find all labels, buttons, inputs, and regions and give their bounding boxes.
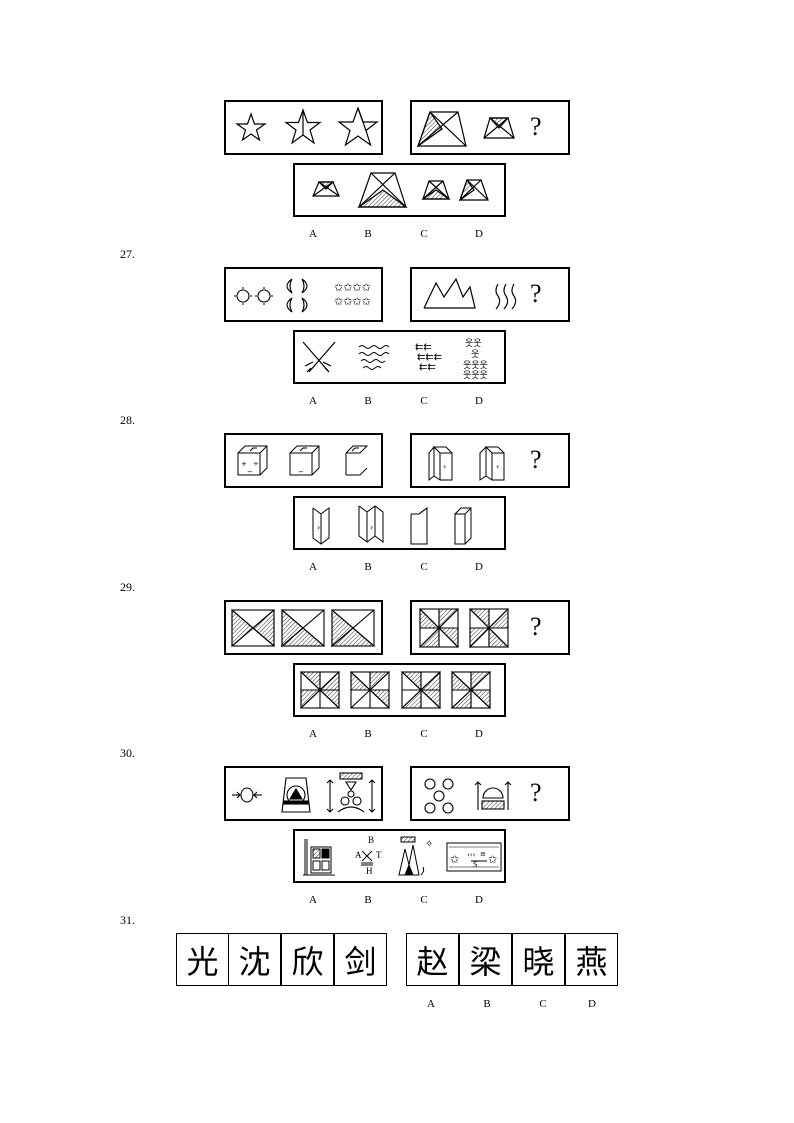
option-label-c[interactable]: C [420,728,428,740]
symbol-figures [232,772,376,813]
given-char-cell: 剑 [334,933,387,986]
q30-given-box-2: ? [410,766,570,821]
svg-text:‹‹‹: ‹‹‹ [467,851,476,859]
question-mark: ? [530,445,542,474]
svg-text:⇇⇇: ⇇⇇ [415,342,432,353]
question-mark: ? [530,778,542,807]
given-char-cell: 光 [176,933,229,986]
option-label-b[interactable]: B [364,728,372,740]
option-label-a[interactable]: A [309,561,317,573]
suns-moons-stars-figure: ✩✩✩✩ ✩✩✩✩ [234,278,371,313]
option-char-cell-c[interactable]: 晓 [512,933,565,986]
q27-given-box-2: ? [410,267,570,322]
square-star-figures [418,607,510,649]
option-label-b[interactable]: B [364,894,372,906]
given-char-cell: 欣 [281,933,334,986]
svg-text:✩: ✩ [450,853,459,866]
q29-given-box-1 [224,600,383,655]
option-label-c[interactable]: C [420,894,428,906]
question-number-28: 28. [120,413,135,427]
svg-text:✩: ✩ [488,853,497,866]
option-label-d[interactable]: D [475,561,483,573]
question-number-27: 27. [120,247,135,261]
q26-options-box [293,163,506,217]
q30-given-box-1 [224,766,383,821]
q28-options-box: › › [293,496,506,550]
circles-dome-figures [424,778,512,814]
option-label-c[interactable]: C [420,561,428,573]
glyph-a: A [355,850,362,860]
svg-text:÷: ÷ [253,460,259,468]
option-char-cell-b[interactable]: 梁 [459,933,512,986]
svg-text:⇇⇇: ⇇⇇ [419,362,436,373]
svg-text:−: − [247,468,253,476]
trapezoid-figures [416,110,515,148]
option-label-d[interactable]: D [475,395,483,407]
q30-options-box: ✧ ✩ ✩ ‹‹‹ ≡ B A T H S [293,829,506,883]
symbol-options: ✧ ✩ ✩ ‹‹‹ ≡ [303,836,502,876]
glyph-t: T [376,850,382,860]
glyph-h: H [366,866,373,876]
svg-text:✩✩✩✩: ✩✩✩✩ [334,295,371,308]
folded-shape-options: › › [312,505,472,545]
svg-text:≡: ≡ [480,850,486,858]
option-label-c[interactable]: C [539,998,547,1010]
q29-options-box [293,663,506,717]
option-label-d[interactable]: D [588,998,596,1010]
option-label-a[interactable]: A [427,998,435,1010]
svg-text:웃웃웃: 웃웃웃 [463,360,488,371]
q26-given-box-2: ? [410,100,570,155]
svg-text:웃웃웃: 웃웃웃 [463,370,488,381]
svg-text:›: › [443,462,446,471]
question-mark: ? [530,612,542,641]
star-sequence-figure [235,106,379,147]
option-label-d[interactable]: D [475,228,483,240]
square-star-options [299,670,492,710]
question-number-30: 30. [120,746,135,760]
svg-text:✩✩✩✩: ✩✩✩✩ [334,281,371,294]
svg-text:›: › [317,523,320,532]
option-char-cell-d[interactable]: 燕 [565,933,618,986]
question-number-31: 31. [120,913,135,927]
question-mark: ? [530,279,542,308]
svg-text:+: + [241,460,247,468]
option-label-b[interactable]: B [483,998,491,1010]
question-number-29: 29. [120,580,135,594]
option-label-a[interactable]: A [309,894,317,906]
option-label-a[interactable]: A [309,228,317,240]
mountain-water-figure [423,277,517,310]
q28-given-box-1: + ÷ − − [224,433,383,488]
svg-text:−: − [298,468,304,476]
option-label-a[interactable]: A [309,395,317,407]
svg-text:✧: ✧ [425,839,433,850]
cube-figures: + ÷ − − [237,445,369,476]
q27-options-box: ⇇⇇ ⇇⇇⇇ ⇇⇇ 웃웃 웃 웃웃웃 웃웃웃 [293,330,506,384]
q28-given-box-2: › ‹ ? [410,433,570,488]
svg-text:웃웃: 웃웃 [465,338,482,349]
trapezoid-options [312,172,489,208]
q26-given-box-1 [224,100,383,155]
swords-waves-arrows-people-options: ⇇⇇ ⇇⇇⇇ ⇇⇇ 웃웃 웃 웃웃웃 웃웃웃 [302,338,488,381]
glyph-s: S [473,860,478,869]
option-label-b[interactable]: B [364,228,372,240]
option-label-b[interactable]: B [364,395,372,407]
glyph-b: B [368,835,375,845]
option-label-d[interactable]: D [475,894,483,906]
option-label-c[interactable]: C [420,395,428,407]
svg-text:‹: ‹ [496,462,499,471]
svg-text:웃: 웃 [471,349,479,360]
option-char-cell-a[interactable]: 赵 [406,933,459,986]
question-mark: ? [530,112,542,141]
option-label-a[interactable]: A [309,728,317,740]
option-label-d[interactable]: D [475,728,483,740]
option-label-c[interactable]: C [420,228,428,240]
option-label-b[interactable]: B [364,561,372,573]
given-char-cell: 沈 [228,933,281,986]
q29-given-box-2: ? [410,600,570,655]
q27-given-box-1: ✩✩✩✩ ✩✩✩✩ [224,267,383,322]
rectangle-x-figures [231,608,376,648]
prism-figures: › ‹ [428,445,505,482]
svg-text:⇇⇇⇇: ⇇⇇⇇ [417,352,442,363]
svg-text:›: › [370,523,373,532]
